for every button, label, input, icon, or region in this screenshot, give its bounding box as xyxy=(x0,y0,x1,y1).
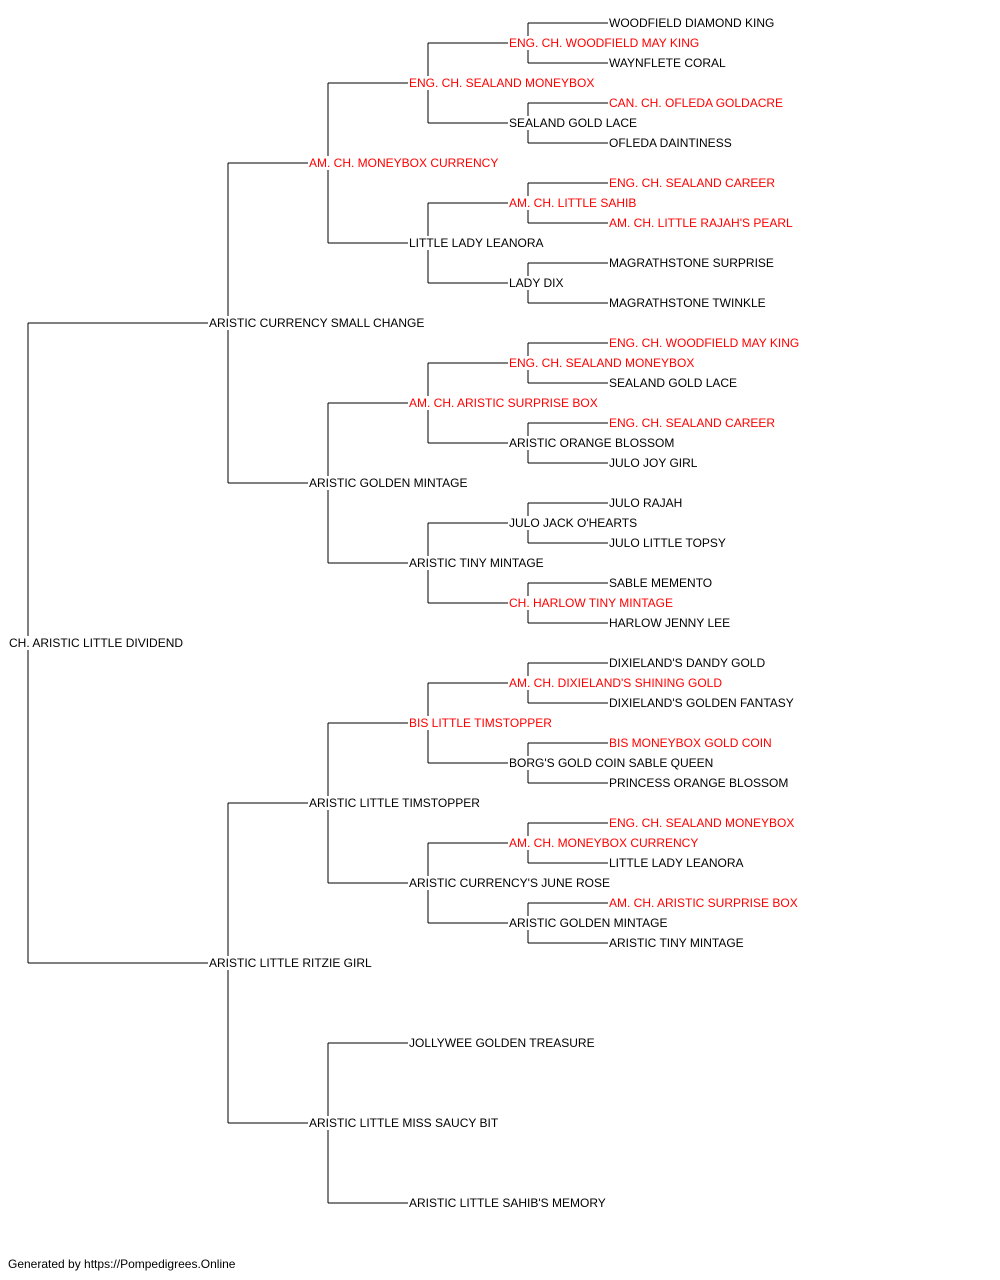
dog-name-dam-sire-dam-dam-dam: ARISTIC TINY MINTAGE xyxy=(608,936,745,950)
dog-name-dam-sire-dam: ARISTIC CURRENCY'S JUNE ROSE xyxy=(408,876,611,890)
dog-name-sire-dam-sire-sire-dam: SEALAND GOLD LACE xyxy=(608,376,739,390)
dog-name-dam-sire-dam-sire-dam: LITTLE LADY LEANORA xyxy=(608,856,745,870)
dog-name-subject: CH. ARISTIC LITTLE DIVIDEND xyxy=(8,636,185,650)
dog-name-dam-sire-sire-sire-sire: DIXIELAND'S DANDY GOLD xyxy=(608,656,767,670)
dog-name-sire-dam-sire-dam-sire: ENG. CH. SEALAND CAREER xyxy=(608,416,777,430)
dog-name-dam-sire-dam-sire-sire: ENG. CH. SEALAND MONEYBOX xyxy=(608,816,796,830)
dog-name-sire-dam-dam-sire-dam: JULO LITTLE TOPSY xyxy=(608,536,727,550)
dog-name-sire-sire-dam-sire-dam: AM. CH. LITTLE RAJAH'S PEARL xyxy=(608,216,794,230)
dog-name-dam-sire-sire-sire: AM. CH. DIXIELAND'S SHINING GOLD xyxy=(508,676,723,690)
dog-name-sire-dam-sire-dam: ARISTIC ORANGE BLOSSOM xyxy=(508,436,676,450)
dog-name-sire-sire-sire-dam-dam: OFLEDA DAINTINESS xyxy=(608,136,733,150)
dog-name-dam-sire-sire-dam-sire: BIS MONEYBOX GOLD COIN xyxy=(608,736,773,750)
dog-name-dam-sire-sire-dam-dam: PRINCESS ORANGE BLOSSOM xyxy=(608,776,790,790)
generated-by-footer: Generated by https://Pompedigrees.Online xyxy=(8,1257,236,1271)
dog-name-sire-sire-sire-dam-sire: CAN. CH. OFLEDA GOLDACRE xyxy=(608,96,785,110)
dog-name-sire-sire-dam-dam: LADY DIX xyxy=(508,276,565,290)
dog-name-sire-sire-sire-dam: SEALAND GOLD LACE xyxy=(508,116,639,130)
dog-name-sire-dam-dam-sire: JULO JACK O'HEARTS xyxy=(508,516,639,530)
dog-name-sire-sire-dam-dam-dam: MAGRATHSTONE TWINKLE xyxy=(608,296,767,310)
dog-name-sire-dam-dam-sire-sire: JULO RAJAH xyxy=(608,496,684,510)
dog-name-dam-sire-dam-dam: ARISTIC GOLDEN MINTAGE xyxy=(508,916,669,930)
dog-name-dam-dam-dam: ARISTIC LITTLE SAHIB'S MEMORY xyxy=(408,1196,607,1210)
dog-name-dam-sire-sire: BIS LITTLE TIMSTOPPER xyxy=(408,716,553,730)
dog-name-sire-sire-sire: ENG. CH. SEALAND MONEYBOX xyxy=(408,76,596,90)
dog-name-dam-sire: ARISTIC LITTLE TIMSTOPPER xyxy=(308,796,481,810)
dog-name-sire-sire-dam-dam-sire: MAGRATHSTONE SURPRISE xyxy=(608,256,775,270)
dog-name-sire-dam-sire-dam-dam: JULO JOY GIRL xyxy=(608,456,699,470)
dog-name-sire-sire-dam: LITTLE LADY LEANORA xyxy=(408,236,545,250)
dog-name-dam: ARISTIC LITTLE RITZIE GIRL xyxy=(208,956,373,970)
dog-name-sire-dam: ARISTIC GOLDEN MINTAGE xyxy=(308,476,469,490)
dog-name-sire-dam-sire-sire-sire: ENG. CH. WOODFIELD MAY KING xyxy=(608,336,801,350)
dog-name-sire-dam-sire: AM. CH. ARISTIC SURPRISE BOX xyxy=(408,396,599,410)
dog-name-dam-sire-dam-dam-sire: AM. CH. ARISTIC SURPRISE BOX xyxy=(608,896,799,910)
dog-name-sire-dam-sire-sire: ENG. CH. SEALAND MONEYBOX xyxy=(508,356,696,370)
dog-name-sire-dam-dam-dam: CH. HARLOW TINY MINTAGE xyxy=(508,596,675,610)
dog-name-dam-sire-sire-dam: BORG'S GOLD COIN SABLE QUEEN xyxy=(508,756,715,770)
dog-name-sire-sire-sire-sire-dam: WAYNFLETE CORAL xyxy=(608,56,727,70)
dog-name-sire-dam-dam: ARISTIC TINY MINTAGE xyxy=(408,556,545,570)
dog-name-sire: ARISTIC CURRENCY SMALL CHANGE xyxy=(208,316,426,330)
dog-name-dam-dam: ARISTIC LITTLE MISS SAUCY BIT xyxy=(308,1116,500,1130)
dog-name-sire-sire-dam-sire-sire: ENG. CH. SEALAND CAREER xyxy=(608,176,777,190)
dog-name-dam-dam-sire: JOLLYWEE GOLDEN TREASURE xyxy=(408,1036,596,1050)
dog-name-sire-sire-sire-sire: ENG. CH. WOODFIELD MAY KING xyxy=(508,36,701,50)
dog-name-sire-sire-sire-sire-sire: WOODFIELD DIAMOND KING xyxy=(608,16,776,30)
dog-name-dam-sire-sire-sire-dam: DIXIELAND'S GOLDEN FANTASY xyxy=(608,696,795,710)
dog-name-sire-dam-dam-dam-dam: HARLOW JENNY LEE xyxy=(608,616,732,630)
dog-name-sire-sire: AM. CH. MONEYBOX CURRENCY xyxy=(308,156,500,170)
dog-name-sire-dam-dam-dam-sire: SABLE MEMENTO xyxy=(608,576,714,590)
dog-name-dam-sire-dam-sire: AM. CH. MONEYBOX CURRENCY xyxy=(508,836,700,850)
dog-name-sire-sire-dam-sire: AM. CH. LITTLE SAHIB xyxy=(508,196,638,210)
